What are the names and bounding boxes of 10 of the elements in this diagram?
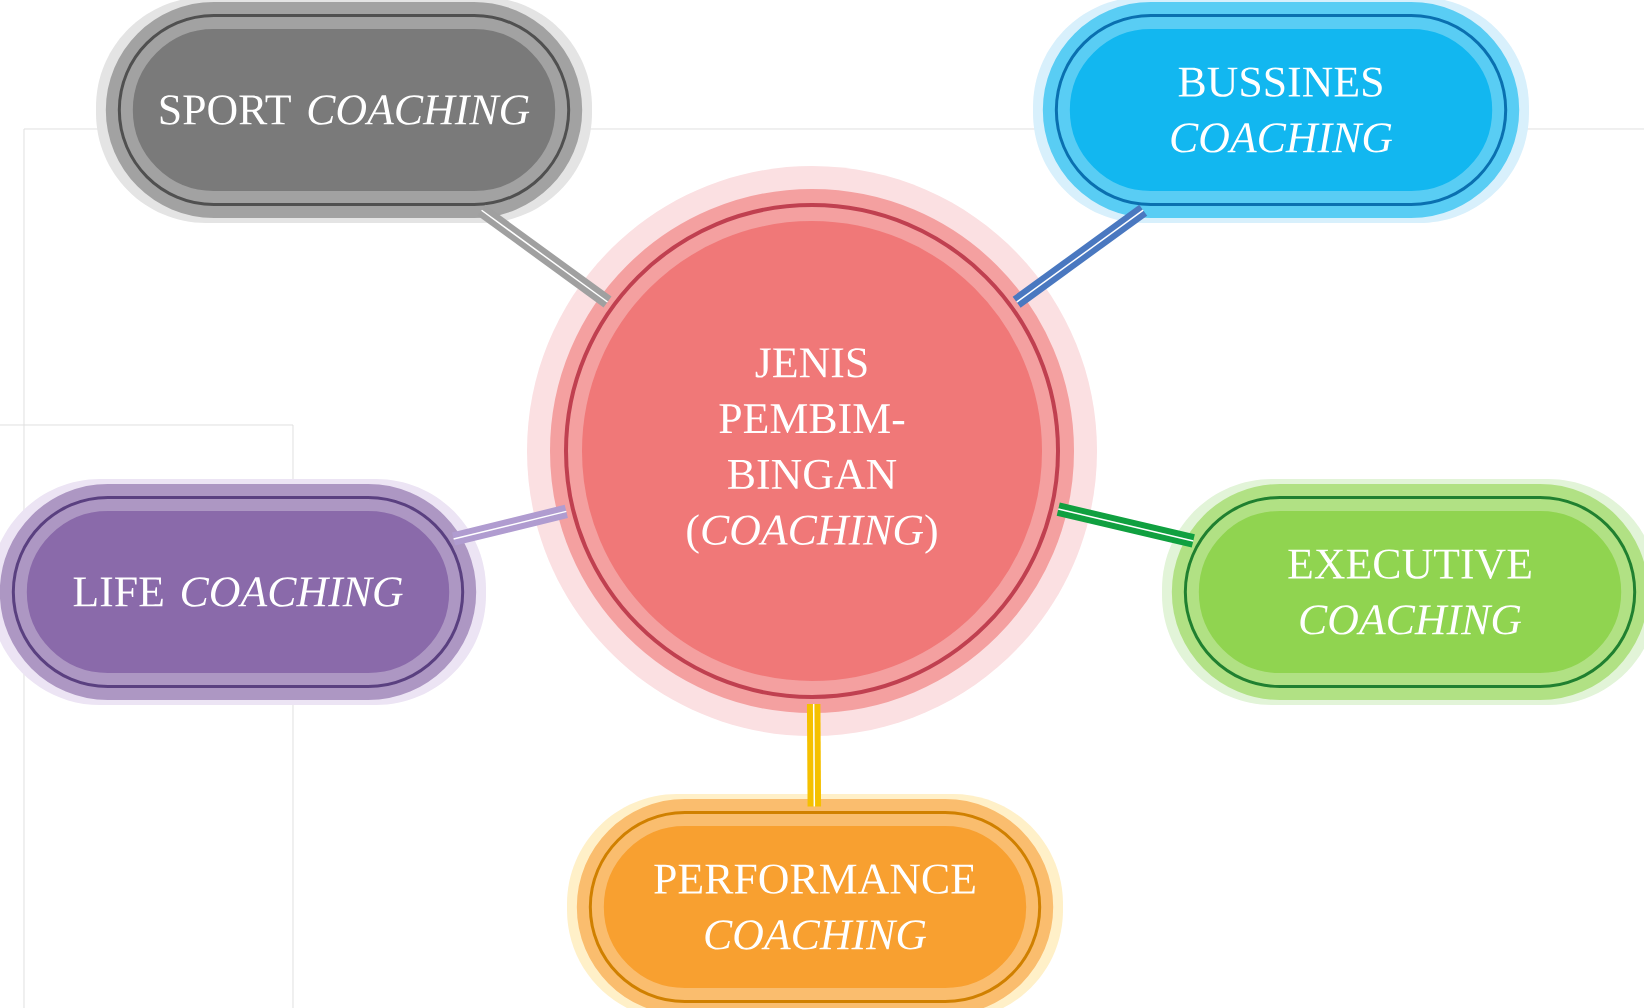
connector-line xyxy=(452,504,568,546)
category-pill: SPORT COACHING xyxy=(96,0,592,223)
connector-line xyxy=(1012,204,1148,308)
category-pill: PERFORMANCE COACHING xyxy=(567,794,1063,1008)
connector-line xyxy=(806,703,822,808)
category-pill: LIFE COACHING xyxy=(0,479,486,705)
category-pill: EXECUTIVE COACHING xyxy=(1162,479,1644,705)
category-pill: BUSSINES COACHING xyxy=(1033,0,1529,223)
connector-line xyxy=(1056,502,1195,548)
connector-line xyxy=(477,204,612,308)
